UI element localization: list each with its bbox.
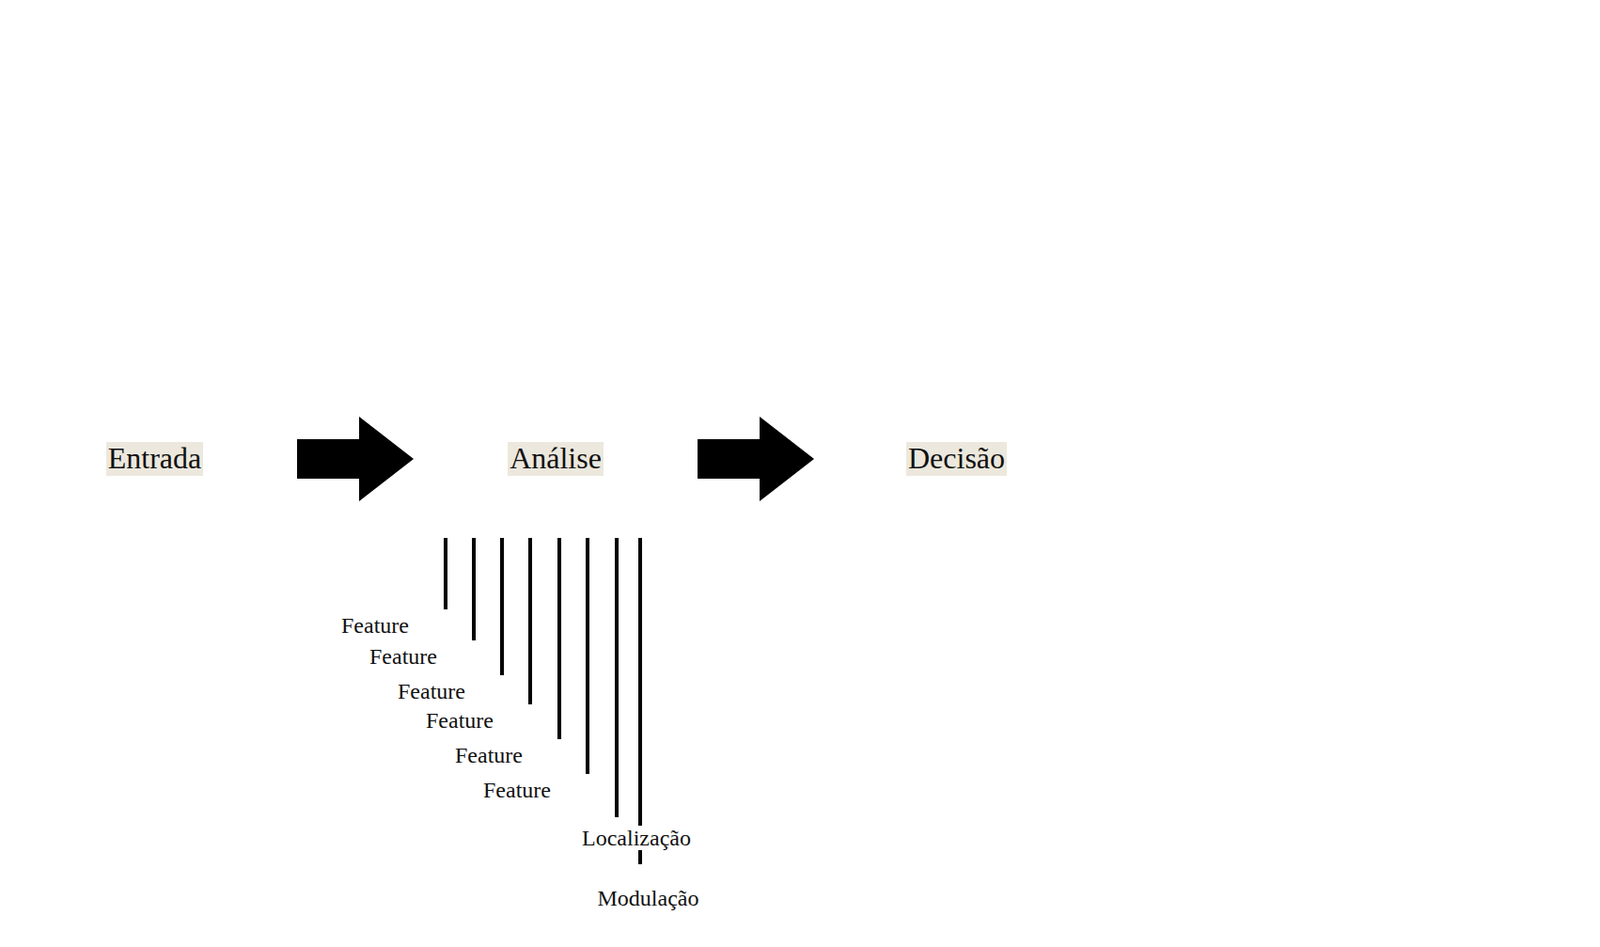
scene-museum	[1280, 10, 1599, 225]
box-label: Feature	[481, 777, 553, 802]
scene-party	[1280, 470, 1599, 680]
scene-danger	[920, 12, 1249, 225]
feature-link	[528, 537, 533, 705]
feature-link	[557, 537, 562, 739]
feature-box: Modulação	[520, 863, 776, 932]
scene-living-room	[1280, 242, 1599, 453]
box-label: Feature	[423, 707, 496, 733]
process-box: Análise	[413, 379, 698, 538]
feature-link	[614, 537, 619, 817]
feature-box: Feature	[354, 640, 597, 715]
feature-box: Feature	[326, 609, 568, 684]
process-box: Entrada	[12, 379, 298, 538]
box-label: Localização	[580, 825, 693, 850]
feature-link	[471, 537, 476, 641]
feature-link	[585, 537, 590, 774]
feature-link	[443, 537, 448, 610]
feature-link	[500, 537, 504, 675]
box-label: Feature	[339, 612, 411, 638]
feature-box: Feature	[382, 674, 625, 750]
box-label: Feature	[395, 678, 468, 704]
feature-box: Feature	[410, 704, 653, 779]
box-label: Decisão	[906, 441, 1007, 475]
feature-link	[638, 537, 643, 864]
box-label: Modulação	[596, 885, 702, 910]
scene-arrows	[1071, 250, 1258, 679]
process-box: Decisão	[814, 379, 1099, 538]
flow-arrow	[697, 416, 815, 502]
scene-telephone	[930, 710, 1249, 926]
box-label: Feature	[453, 742, 525, 768]
brain-section	[324, 533, 779, 947]
box-label: Feature	[367, 643, 440, 669]
feature-box: Localização	[497, 816, 776, 883]
feature-box: Feature	[439, 738, 682, 814]
box-label: Entrada	[106, 441, 204, 475]
scene-music	[1280, 710, 1599, 929]
box-label: Análise	[507, 441, 604, 475]
flow-arrow	[297, 416, 414, 502]
